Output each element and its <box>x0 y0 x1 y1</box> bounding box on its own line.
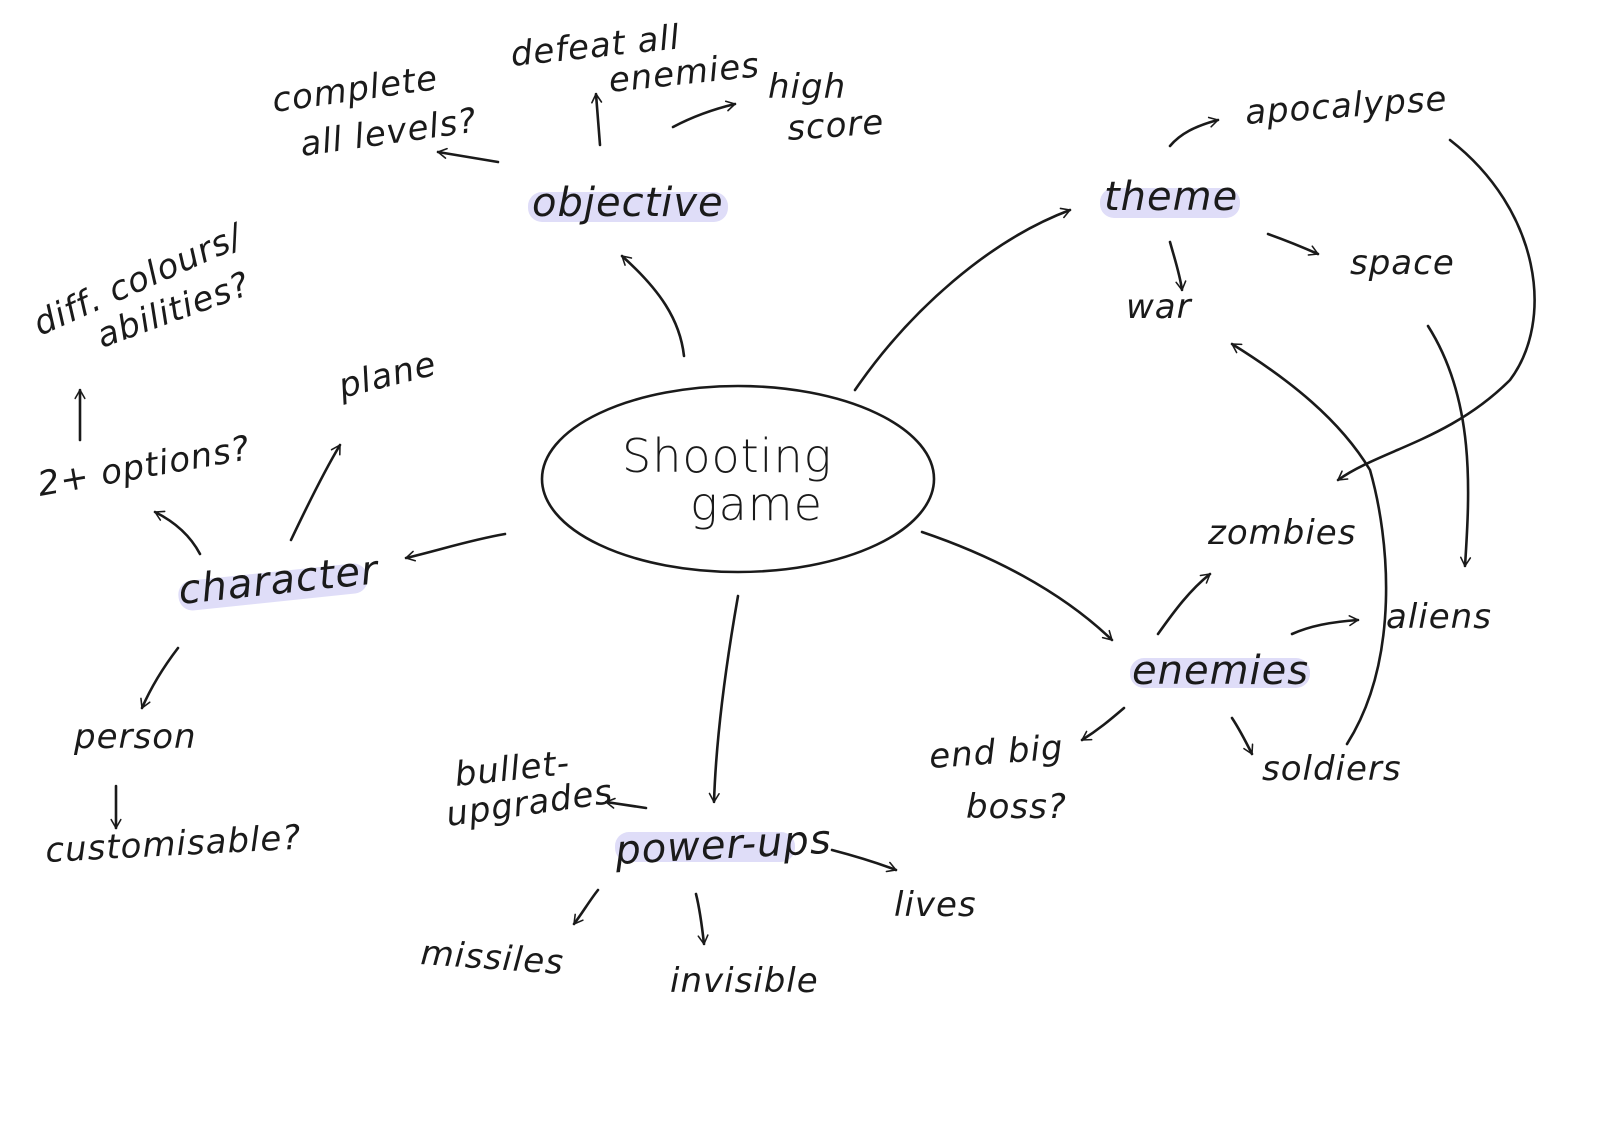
arrow-theme-war <box>1168 240 1187 292</box>
theme-highlight <box>1100 188 1240 218</box>
character-options: 2+ options? <box>35 428 254 505</box>
arrow-objective-score <box>671 100 737 129</box>
character-plane: plane <box>334 344 441 407</box>
enemies-aliens: aliens <box>1386 597 1492 637</box>
theme-space: space <box>1350 243 1455 283</box>
arrow-enemies-zombies <box>1156 572 1212 636</box>
arrow-objective-defeat <box>591 92 603 147</box>
arrow-theme-apocalypse <box>1168 116 1220 148</box>
center-title-line1: Shooting <box>622 429 832 483</box>
arrow-space-aliens <box>1426 324 1472 568</box>
arrow-enemies-soldiers <box>1230 716 1254 756</box>
arrow-powerups-lives <box>830 848 898 873</box>
character-label: character <box>176 547 382 614</box>
arrow-objective-complete <box>436 147 500 164</box>
theme-apocalypse: apocalypse <box>1244 79 1449 133</box>
character-person: person <box>73 717 197 757</box>
arrow-enemies-boss <box>1080 706 1126 742</box>
powerups-missiles: missiles <box>419 933 565 983</box>
arrow-center-theme <box>853 207 1072 392</box>
arrow-center-enemies <box>920 530 1114 642</box>
objective-highlight <box>528 192 728 222</box>
theme-label: theme <box>1104 174 1238 220</box>
powerups-label: power-ups <box>613 817 833 874</box>
enemies-label: enemies <box>1132 648 1309 694</box>
arrow-theme-space <box>1266 232 1320 256</box>
arrow-character-plane <box>289 443 342 542</box>
arrow-character-options <box>153 510 202 556</box>
enemies-highlight <box>1130 658 1310 688</box>
arrow-center-powerups <box>708 594 740 804</box>
arrow-powerups-bullet <box>604 797 648 810</box>
character-customisable: customisable? <box>44 818 302 871</box>
powerups-invisible: invisible <box>670 961 819 1001</box>
enemies-soldiers: soldiers <box>1262 749 1402 789</box>
arrow-enemies-aliens <box>1290 615 1360 636</box>
arrow-character-person <box>140 646 180 710</box>
arrow-soldiers-war <box>1230 342 1388 746</box>
enemies-zombies: zombies <box>1207 513 1356 553</box>
objective-label: objective <box>532 180 724 226</box>
arrow-powerups-invisible <box>694 892 709 946</box>
character-highlight <box>178 563 368 611</box>
powerups-lives: lives <box>894 885 977 925</box>
objective-score-line2: score <box>786 102 886 149</box>
enemies-boss-line2: boss? <box>966 787 1067 827</box>
arrow-center-objective <box>620 254 686 358</box>
arrow-apocalypse-zombies <box>1336 138 1536 482</box>
enemies-boss-line1: end big <box>928 728 1065 777</box>
objective-score-line1: high <box>768 67 846 107</box>
arrow-powerups-missiles <box>572 888 600 926</box>
center-title-line2: game <box>690 477 823 531</box>
center-ellipse <box>540 384 936 574</box>
powerups-highlight <box>615 832 795 862</box>
arrow-center-character <box>404 532 507 562</box>
theme-war: war <box>1126 287 1193 327</box>
